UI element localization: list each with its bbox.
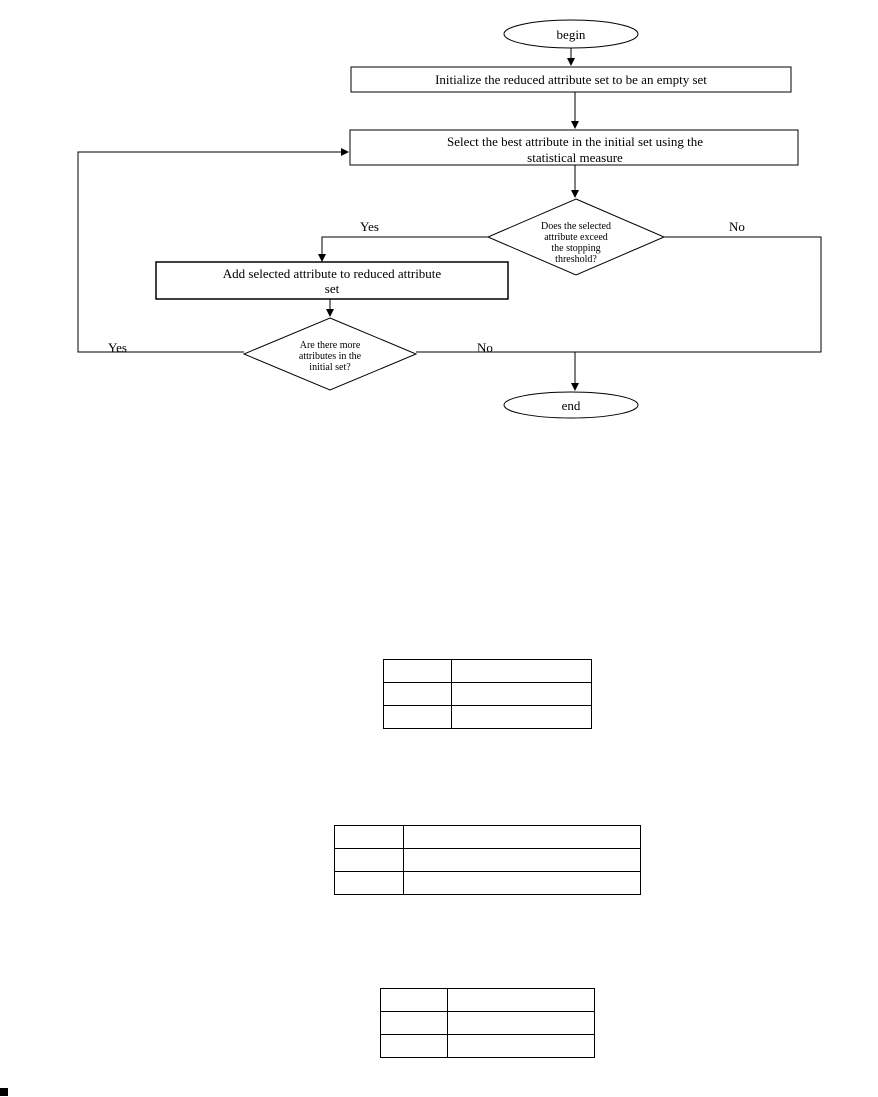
- threshold-decision-line3: the stopping: [551, 243, 600, 254]
- table-cell: [451, 705, 592, 729]
- table-cell: [334, 871, 404, 895]
- table-cell: [334, 848, 404, 872]
- add-step-box: Add selected attribute to reduced attrib…: [155, 261, 509, 300]
- select-step-box: Select the best attribute in the initial…: [349, 129, 799, 166]
- threshold-decision-line2: attribute exceed: [544, 232, 608, 243]
- table-cell: [380, 988, 448, 1012]
- table-cell: [383, 682, 452, 706]
- table-cell: [447, 988, 595, 1012]
- threshold-decision-line1: Does the selected: [541, 221, 611, 232]
- table-cell: [403, 825, 641, 849]
- more-yes-label: Yes: [108, 340, 127, 355]
- add-step-label-line1: Add selected attribute to reduced attrib…: [223, 266, 442, 281]
- more-attributes-decision: Are there more attributes in the initial…: [242, 317, 418, 391]
- table-row: [380, 988, 595, 1012]
- threshold-yes-label: Yes: [360, 219, 379, 234]
- more-decision-line1: Are there more: [300, 340, 361, 351]
- table-row: [383, 682, 592, 706]
- table-cell: [334, 825, 404, 849]
- table-cell: [451, 682, 592, 706]
- threshold-decision: Does the selected attribute exceed the s…: [486, 198, 666, 276]
- table-cell: [403, 848, 641, 872]
- init-step-box: Initialize the reduced attribute set to …: [350, 66, 792, 93]
- table-cell: [383, 705, 452, 729]
- table-row: [380, 1011, 595, 1035]
- table-cell: [447, 1011, 595, 1035]
- table-cell: [380, 1011, 448, 1035]
- flowchart: begin Initialize the reduced attribute s…: [77, 19, 822, 419]
- table-cell: [447, 1034, 595, 1058]
- more-no-label: No: [477, 340, 493, 355]
- empty-table-3: [380, 988, 595, 1058]
- table-row: [383, 705, 592, 729]
- table-cell: [380, 1034, 448, 1058]
- end-label: end: [562, 398, 581, 413]
- init-step-label: Initialize the reduced attribute set to …: [435, 72, 707, 87]
- empty-table-1: [383, 659, 592, 729]
- more-decision-line3: initial set?: [309, 362, 351, 373]
- line-threshold-no: [575, 236, 822, 353]
- arrow-threshold-yes: [318, 236, 488, 262]
- table-cell: [451, 659, 592, 683]
- table-row: [334, 825, 641, 849]
- select-step-label-line1: Select the best attribute in the initial…: [447, 134, 703, 149]
- threshold-no-label: No: [729, 219, 745, 234]
- begin-label: begin: [557, 27, 586, 42]
- begin-terminator: begin: [503, 19, 639, 49]
- select-step-label-line2: statistical measure: [527, 150, 623, 165]
- end-terminator: end: [503, 391, 639, 419]
- table-row: [334, 871, 641, 895]
- table-cell: [383, 659, 452, 683]
- table-row: [380, 1034, 595, 1058]
- threshold-decision-line4: threshold?: [555, 254, 597, 265]
- more-decision-line2: attributes in the: [299, 351, 362, 362]
- table-row: [334, 848, 641, 872]
- corner-marker: [0, 1088, 8, 1096]
- add-step-label-line2: set: [325, 281, 340, 296]
- empty-table-2: [334, 825, 641, 895]
- arrow-more-yes-loop: [77, 148, 349, 353]
- table-cell: [403, 871, 641, 895]
- table-row: [383, 659, 592, 683]
